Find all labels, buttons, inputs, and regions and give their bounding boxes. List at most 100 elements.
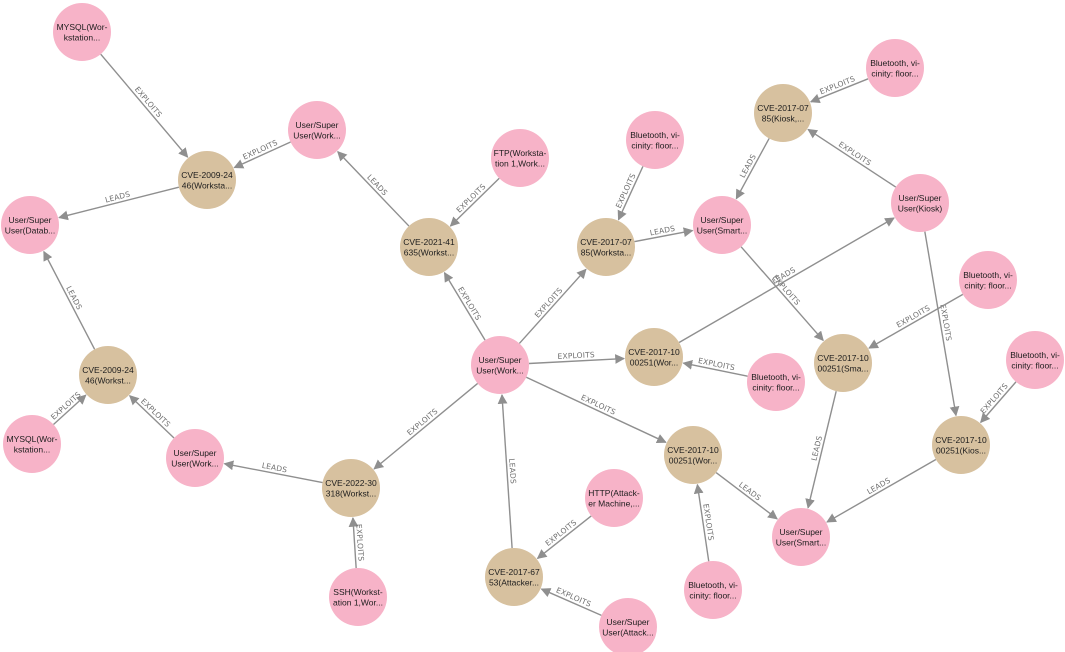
edge-n15-n13[interactable]: EXPLOITS bbox=[128, 395, 175, 439]
edge-n4-n2[interactable]: EXPLOITS bbox=[233, 138, 291, 169]
node-vulnerability[interactable]: CVE-2009-2446(Workst... bbox=[79, 346, 137, 404]
edge-n16-n8[interactable]: EXPLOITS bbox=[518, 268, 587, 344]
node-service[interactable]: Bluetooth, vi-cinity: floor... bbox=[866, 39, 924, 97]
node-circle[interactable] bbox=[932, 416, 990, 474]
node-user[interactable]: User/SuperUser(Work... bbox=[471, 336, 529, 394]
edge-n19-n30[interactable]: LEADS bbox=[805, 391, 837, 509]
edge-n21-n25[interactable]: EXPLOITS bbox=[979, 381, 1017, 424]
node-user[interactable]: User/SuperUser(Work... bbox=[166, 429, 224, 487]
node-circle[interactable] bbox=[754, 84, 812, 142]
node-user[interactable]: User/SuperUser(Datab... bbox=[1, 196, 59, 254]
edge-n1-n2[interactable]: EXPLOITS bbox=[100, 53, 189, 158]
edge-n18-n17[interactable]: EXPLOITS bbox=[682, 356, 748, 377]
node-service[interactable]: Bluetooth, vi-cinity: floor... bbox=[626, 111, 684, 169]
node-service[interactable]: Bluetooth, vi-cinity: floor... bbox=[959, 251, 1017, 309]
node-vulnerability[interactable]: CVE-2017-0785(Worksta... bbox=[577, 218, 635, 276]
node-circle[interactable] bbox=[79, 346, 137, 404]
node-circle[interactable] bbox=[3, 415, 61, 473]
edge-n12-n9[interactable]: EXPLOITS bbox=[807, 128, 897, 188]
edge-line bbox=[536, 515, 592, 560]
node-label-line: cinity: floor... bbox=[689, 590, 736, 600]
edge-n11-n19[interactable]: EXPLOITS bbox=[740, 246, 824, 342]
node-service[interactable]: FTP(Worksta-tion 1,Work... bbox=[491, 129, 549, 187]
node-circle[interactable] bbox=[747, 353, 805, 411]
node-vulnerability[interactable]: CVE-2017-1000251(Wor... bbox=[664, 426, 722, 484]
node-circle[interactable] bbox=[471, 336, 529, 394]
edge-n29-n24[interactable]: EXPLOITS bbox=[693, 483, 716, 562]
node-circle[interactable] bbox=[53, 3, 111, 61]
edge-n5-n6[interactable]: EXPLOITS bbox=[449, 177, 500, 227]
node-service[interactable]: Bluetooth, vi-cinity: floor... bbox=[747, 353, 805, 411]
edge-n6-n4[interactable]: LEADS bbox=[337, 150, 410, 227]
edge-n24-n30[interactable]: LEADS bbox=[715, 471, 778, 520]
node-vulnerability[interactable]: CVE-2017-1000251(Kios... bbox=[932, 416, 990, 474]
edge-n7-n8[interactable]: EXPLOITS bbox=[614, 166, 644, 221]
node-circle[interactable] bbox=[400, 218, 458, 276]
node-label-line: HTTP(Attack- bbox=[588, 488, 640, 498]
node-circle[interactable] bbox=[166, 429, 224, 487]
node-service[interactable]: HTTP(Attack-er Machine,... bbox=[585, 469, 643, 527]
edge-n2-n3[interactable]: LEADS bbox=[58, 186, 180, 221]
node-service[interactable]: SSH(Workst-ation 1,Wor... bbox=[329, 568, 387, 626]
node-circle[interactable] bbox=[585, 469, 643, 527]
node-circle[interactable] bbox=[178, 151, 236, 209]
node-user[interactable]: User/SuperUser(Attack... bbox=[599, 598, 657, 652]
edge-n16-n22[interactable]: EXPLOITS bbox=[373, 382, 479, 470]
node-label-line: 46(Workst... bbox=[85, 375, 131, 385]
edge-n12-n25[interactable]: EXPLOITS bbox=[924, 231, 960, 417]
edge-n16-n6[interactable]: EXPLOITS bbox=[443, 271, 486, 341]
node-user[interactable]: User/SuperUser(Smart... bbox=[772, 508, 830, 566]
node-circle[interactable] bbox=[772, 508, 830, 566]
edge-n16-n17[interactable]: EXPLOITS bbox=[528, 350, 626, 365]
node-circle[interactable] bbox=[866, 39, 924, 97]
node-circle[interactable] bbox=[329, 568, 387, 626]
node-vulnerability[interactable]: CVE-2017-1000251(Wor... bbox=[625, 328, 683, 386]
edge-n23-n22[interactable]: EXPLOITS bbox=[348, 516, 366, 569]
node-circle[interactable] bbox=[1006, 331, 1064, 389]
edge-line bbox=[233, 141, 291, 169]
node-vulnerability[interactable]: CVE-2022-30318(Workst... bbox=[322, 459, 380, 517]
node-service[interactable]: MYSQL(Wor-kstation... bbox=[53, 3, 111, 61]
node-circle[interactable] bbox=[322, 459, 380, 517]
node-vulnerability[interactable]: CVE-2017-1000251(Sma... bbox=[814, 334, 872, 392]
node-label-line: CVE-2017-07 bbox=[757, 103, 809, 113]
node-vulnerability[interactable]: CVE-2021-41635(Workst... bbox=[400, 218, 458, 276]
node-service[interactable]: MYSQL(Wor-kstation... bbox=[3, 415, 61, 473]
edge-n14-n13[interactable]: EXPLOITS bbox=[49, 390, 87, 426]
node-circle[interactable] bbox=[693, 196, 751, 254]
node-circle[interactable] bbox=[626, 111, 684, 169]
edge-n25-n30[interactable]: LEADS bbox=[826, 458, 937, 523]
node-circle[interactable] bbox=[491, 129, 549, 187]
node-vulnerability[interactable]: CVE-2017-6753(Attacker... bbox=[485, 548, 543, 606]
edge-line bbox=[682, 359, 748, 377]
node-circle[interactable] bbox=[684, 561, 742, 619]
node-vulnerability[interactable]: CVE-2009-2446(Worksta... bbox=[178, 151, 236, 209]
node-user[interactable]: User/SuperUser(Smart... bbox=[693, 196, 751, 254]
node-circle[interactable] bbox=[599, 598, 657, 652]
edge-n26-n27[interactable]: EXPLOITS bbox=[536, 515, 592, 560]
node-circle[interactable] bbox=[1, 196, 59, 254]
node-circle[interactable] bbox=[959, 251, 1017, 309]
edge-n10-n9[interactable]: EXPLOITS bbox=[809, 74, 869, 104]
node-circle[interactable] bbox=[485, 548, 543, 606]
node-service[interactable]: Bluetooth, vi-cinity: floor... bbox=[1006, 331, 1064, 389]
node-circle[interactable] bbox=[814, 334, 872, 392]
node-circle[interactable] bbox=[577, 218, 635, 276]
node-circle[interactable] bbox=[288, 101, 346, 159]
node-user[interactable]: User/SuperUser(Work... bbox=[288, 101, 346, 159]
edge-n8-n11[interactable]: LEADS bbox=[634, 224, 694, 243]
edge-n27-n16[interactable]: LEADS bbox=[497, 393, 518, 549]
node-circle[interactable] bbox=[664, 426, 722, 484]
node-circle[interactable] bbox=[891, 174, 949, 232]
edge-label: EXPLOITS bbox=[133, 85, 164, 119]
edge-n13-n3[interactable]: LEADS bbox=[43, 250, 96, 350]
edge-n9-n11[interactable]: LEADS bbox=[735, 138, 770, 200]
edge-n16-n24[interactable]: EXPLOITS bbox=[525, 376, 667, 444]
edge-n28-n27[interactable]: EXPLOITS bbox=[540, 586, 602, 616]
edge-n22-n15[interactable]: LEADS bbox=[223, 460, 323, 484]
node-circle[interactable] bbox=[625, 328, 683, 386]
node-vulnerability[interactable]: CVE-2017-0785(Kiosk,... bbox=[754, 84, 812, 142]
node-service[interactable]: Bluetooth, vi-cinity: floor... bbox=[684, 561, 742, 619]
